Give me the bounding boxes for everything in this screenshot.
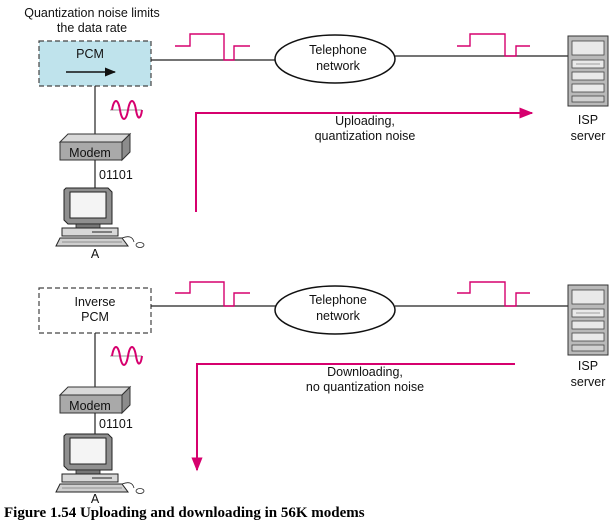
computer-icon <box>55 187 145 248</box>
cloud-label-line1: Telephone <box>309 293 367 307</box>
server-label-line1: ISP <box>578 113 598 127</box>
download-section: Inverse PCM Telephone network ISP server… <box>38 281 609 506</box>
pcm-box <box>38 40 152 87</box>
download-label-line2: no quantization noise <box>306 380 424 394</box>
inverse-pcm-line2: PCM <box>81 310 109 324</box>
modem-label: Modem <box>69 399 111 413</box>
digital-signal-left <box>175 281 250 307</box>
isp-server-icon <box>567 35 609 107</box>
server-label-line1: ISP <box>578 359 598 373</box>
modem-label: Modem <box>69 146 111 160</box>
download-label-line1: Downloading, <box>327 365 403 379</box>
figure-caption: Figure 1.54 Uploading and downloading in… <box>4 505 365 521</box>
computer-label: A <box>91 247 100 261</box>
telephone-network-cloud <box>274 34 396 84</box>
upload-direction-arrow <box>195 107 534 212</box>
noise-note-line1: Quantization noise limits <box>24 6 159 20</box>
inverse-pcm-line1: Inverse <box>75 295 116 309</box>
pcm-label: PCM <box>76 47 104 61</box>
noise-note-line2: the data rate <box>57 21 127 35</box>
analog-signal-icon <box>111 100 143 120</box>
cloud-label-line2: network <box>316 309 361 323</box>
cloud-label-line2: network <box>316 59 361 73</box>
server-label-line2: server <box>571 375 606 389</box>
computer-icon <box>55 433 145 494</box>
upload-label-line2: quantization noise <box>315 129 416 143</box>
isp-server-icon <box>567 284 609 356</box>
digital-signal-right <box>457 33 530 57</box>
server-label-line2: server <box>571 129 606 143</box>
bits-label: 01101 <box>99 168 133 182</box>
upload-label-line1: Uploading, <box>335 114 395 128</box>
telephone-network-cloud <box>274 285 396 335</box>
digital-signal-right <box>457 281 530 307</box>
bits-label: 01101 <box>99 417 133 431</box>
cloud-label-line1: Telephone <box>309 43 367 57</box>
upload-section: Quantization noise limits the data rate … <box>24 6 609 261</box>
computer-label: A <box>91 492 100 506</box>
download-direction-arrow <box>191 363 515 472</box>
inverse-pcm-box <box>38 287 152 334</box>
digital-signal-left <box>175 33 250 61</box>
analog-signal-icon <box>111 346 143 366</box>
